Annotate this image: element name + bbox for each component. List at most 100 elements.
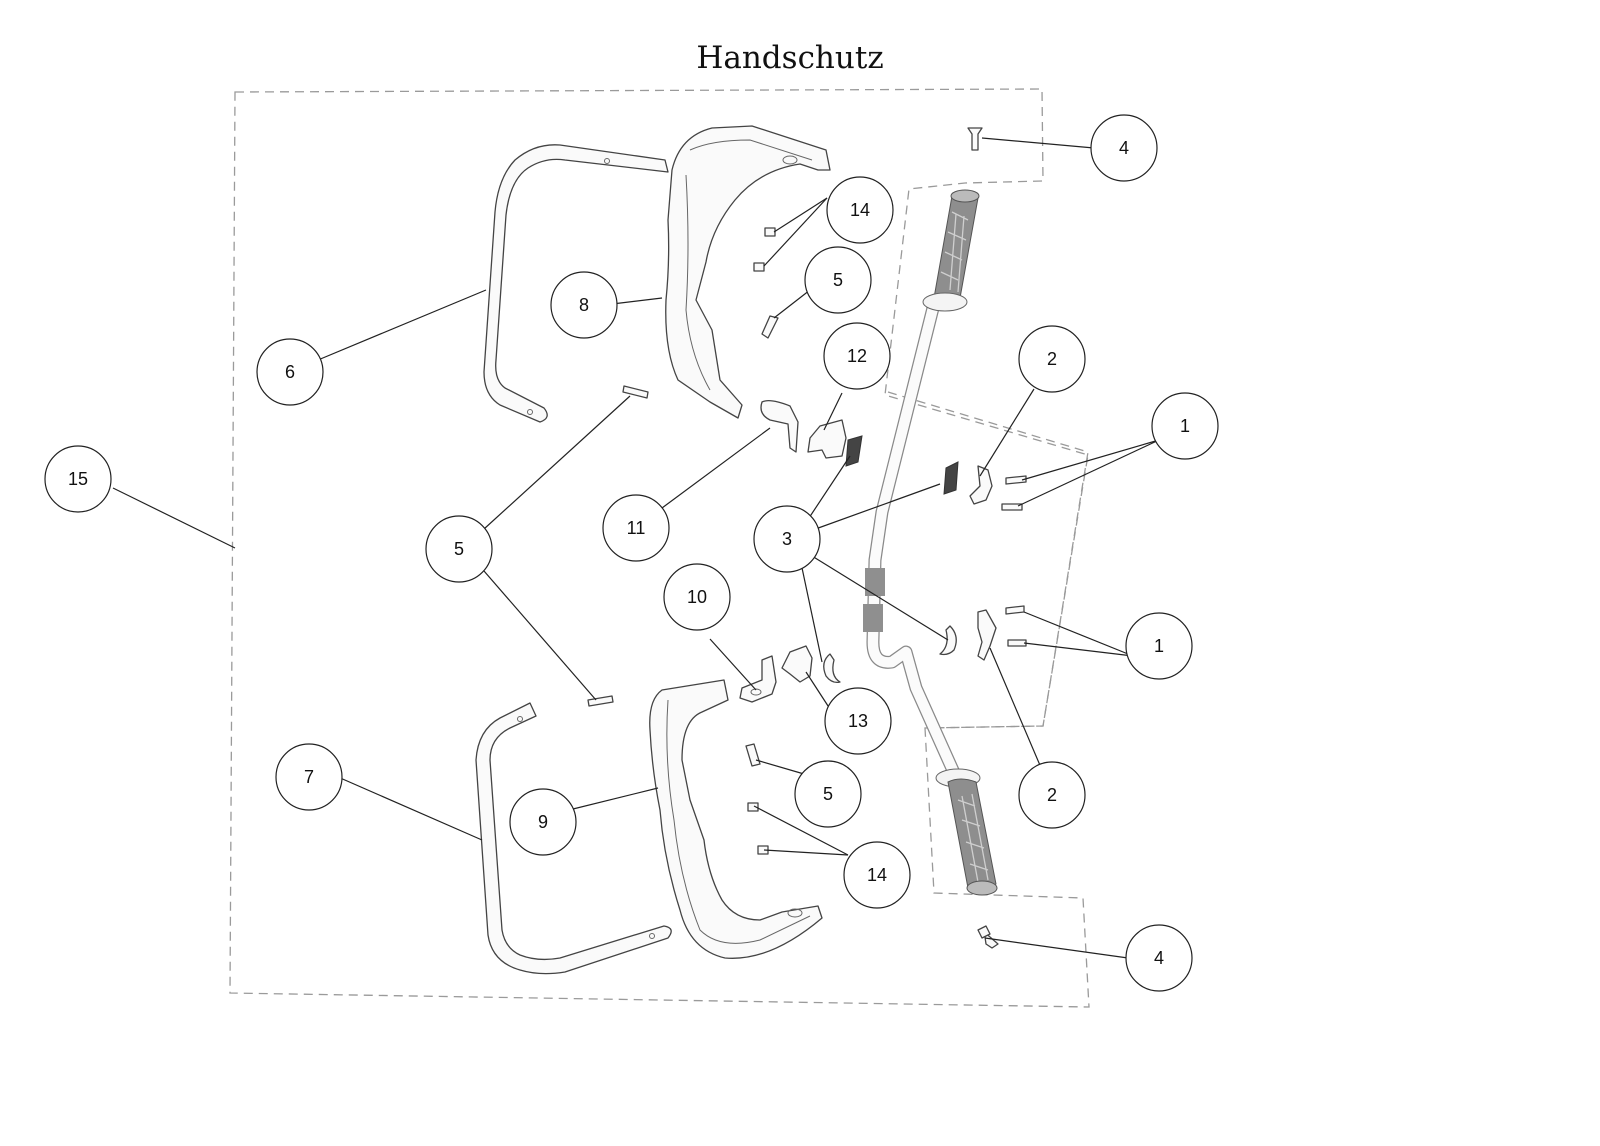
callout-circle (1018, 325, 1086, 393)
grip-flange-upper (922, 292, 968, 312)
callout-circle (425, 515, 493, 583)
part-7-lower-bar (475, 702, 672, 975)
handlebar (863, 189, 998, 896)
callout-9: 9 (509, 788, 577, 856)
callout-label: 11 (627, 518, 646, 538)
handlebar-grip-upper (922, 189, 980, 312)
part-10-lower-bracket (739, 655, 777, 703)
callout-14: 14 (843, 841, 911, 909)
callout-7: 7 (275, 743, 343, 811)
assembly-boundary-15 (229, 88, 1090, 1008)
callout-label: 12 (847, 346, 867, 366)
part-5-bolt-upper (761, 315, 779, 339)
callout-label: 4 (1154, 948, 1164, 968)
callout-circle (663, 563, 731, 631)
leader-lines (112, 137, 1160, 959)
handlebar-grip-lower (935, 768, 998, 896)
callout-1: 1 (1151, 392, 1219, 460)
part-3-shell-lower-left (823, 653, 841, 684)
callout-circle (843, 841, 911, 909)
part-3-shell-upper-left (845, 435, 863, 467)
callout-circle (794, 760, 862, 828)
handlebar-band-lower (863, 604, 883, 632)
part-5-bolt-lower (745, 743, 761, 767)
callout-label: 7 (304, 767, 314, 787)
callout-circle (1125, 924, 1193, 992)
callout-2: 2 (1018, 761, 1086, 829)
part-3-shell-upper-right (943, 461, 959, 495)
callout-5: 5 (804, 246, 872, 314)
callout-1: 1 (1125, 612, 1193, 680)
callout-5: 5 (425, 515, 493, 583)
callout-label: 6 (285, 362, 295, 382)
handlebar-bracket-box (887, 391, 1089, 729)
callout-11: 11 (602, 494, 670, 562)
callout-circle (1090, 114, 1158, 182)
part-3-shell-lower-right (939, 625, 957, 656)
callout-label: 2 (1047, 785, 1057, 805)
callout-circle (275, 743, 343, 811)
callout-label: 4 (1119, 138, 1129, 158)
callout-5: 5 (794, 760, 862, 828)
callout-circle (823, 322, 891, 390)
callout-circle (1125, 612, 1193, 680)
callout-label: 15 (68, 469, 88, 489)
callout-label: 5 (833, 270, 843, 290)
part-5-bolt-left-lower (587, 695, 614, 707)
callout-circle (1151, 392, 1219, 460)
part-2-clamp-upper (969, 465, 993, 505)
callout-circle (602, 494, 670, 562)
callout-circle (804, 246, 872, 314)
part-9-lower-guard (649, 679, 823, 959)
diagram-title: Handschutz (696, 40, 884, 76)
part-6-upper-bar (483, 144, 669, 423)
part-4-screw-lower (977, 925, 999, 949)
grip-end-cap-upper (950, 189, 980, 203)
part-1-bolt-lower-a (1005, 605, 1025, 615)
callout-label: 1 (1180, 416, 1190, 436)
callout-15: 15 (44, 445, 112, 513)
callout-label: 10 (687, 587, 707, 607)
callout-3: 3 (753, 505, 821, 573)
callout-4: 4 (1125, 924, 1193, 992)
part-14-nut-upper-a (764, 227, 776, 237)
callout-label: 14 (867, 865, 887, 885)
callout-circle (509, 788, 577, 856)
part-1-bolt-upper-b (1001, 503, 1023, 511)
callout-14: 14 (826, 176, 894, 244)
callout-label: 9 (538, 812, 548, 832)
part-4-screw-upper (967, 127, 983, 151)
callout-label: 8 (579, 295, 589, 315)
part-1-bolt-upper-a (1005, 475, 1027, 485)
callout-circle (256, 338, 324, 406)
callout-10: 10 (663, 563, 731, 631)
callout-circle (550, 271, 618, 339)
callout-13: 13 (824, 687, 892, 755)
handlebar-band-upper (865, 568, 885, 596)
part-1-bolt-lower-b (1007, 639, 1027, 647)
callout-circle (826, 176, 894, 244)
callout-label: 1 (1154, 636, 1164, 656)
callout-8: 8 (550, 271, 618, 339)
part-2-clamp-lower (977, 609, 997, 661)
callout-2: 2 (1018, 325, 1086, 393)
part-8-upper-guard (665, 125, 831, 419)
callout-12: 12 (823, 322, 891, 390)
callout-label: 2 (1047, 349, 1057, 369)
callout-label: 5 (823, 784, 833, 804)
callout-label: 13 (848, 711, 868, 731)
callout-circle (753, 505, 821, 573)
part-14-nut-lower-a (747, 802, 759, 812)
part-11-upper-bracket (760, 400, 799, 453)
callout-label: 3 (782, 529, 792, 549)
callout-label: 14 (850, 200, 870, 220)
part-14-nut-upper-b (753, 262, 765, 272)
callout-4: 4 (1090, 114, 1158, 182)
callout-circle (824, 687, 892, 755)
part-5-bolt-left-upper (622, 385, 649, 399)
grip-end-cap-lower (966, 880, 998, 896)
part-12-upper-clamp (807, 419, 847, 459)
